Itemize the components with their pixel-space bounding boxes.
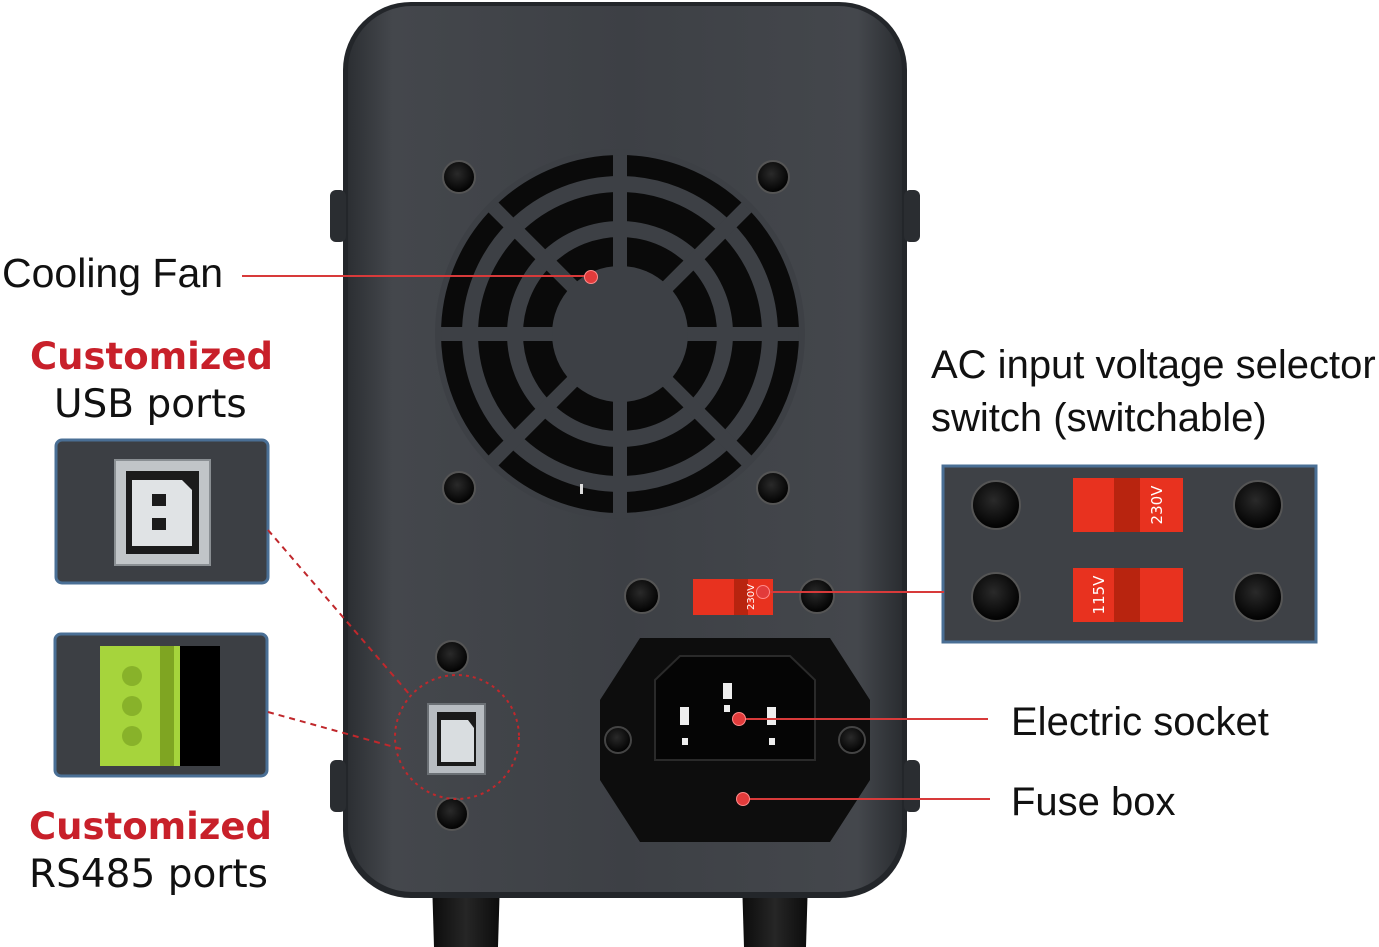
label-usb-ports: USB ports xyxy=(54,382,247,427)
leader-electric-socket xyxy=(740,718,988,720)
marker-electric-socket xyxy=(732,712,746,726)
fan-grille xyxy=(435,149,805,519)
label-cooling-fan: Cooling Fan xyxy=(2,250,224,296)
marker-fuse-box xyxy=(736,792,750,806)
inset-switch-mark-230: 230V xyxy=(1148,485,1166,525)
label-rs485-customized: Customized xyxy=(29,805,272,848)
panel-switch-mark: 230V xyxy=(746,584,757,610)
leader-ac-selector xyxy=(762,591,944,593)
label-fuse-box: Fuse box xyxy=(1011,780,1176,824)
leader-cooling-fan xyxy=(242,275,588,277)
ac-selector-inset: 230V 115V xyxy=(941,464,1318,644)
label-usb-customized: Customized xyxy=(30,335,273,378)
marker-cooling-fan xyxy=(584,270,598,284)
label-ac-selector-line1: AC input voltage selector xyxy=(931,343,1376,387)
iec-power-inlet xyxy=(600,638,870,842)
inset-connector-lines xyxy=(267,529,411,751)
label-electric-socket: Electric socket xyxy=(1011,700,1269,744)
panel-usb-port xyxy=(394,640,520,831)
fan-mounting-screws xyxy=(442,160,790,505)
inset-switch-mark-115: 115V xyxy=(1090,575,1108,615)
rs485-port-inset xyxy=(53,632,269,778)
label-ac-selector-line2: switch (switchable) xyxy=(931,396,1267,440)
marker-ac-selector xyxy=(756,585,770,599)
usb-port-inset xyxy=(54,438,270,585)
leader-fuse-box xyxy=(744,798,990,800)
label-rs485-ports: RS485 ports xyxy=(29,852,268,897)
